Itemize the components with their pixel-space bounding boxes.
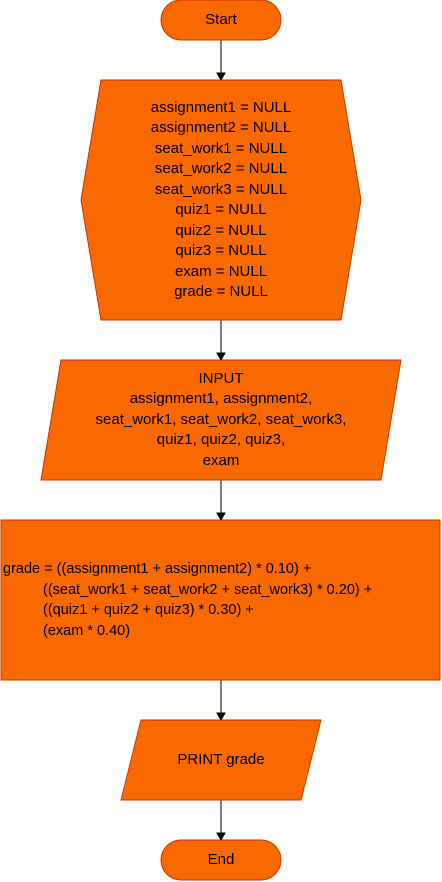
input-node: INPUT assignment1, assignment2, seat_wor… xyxy=(41,360,401,480)
arrowhead-declare xyxy=(216,72,226,82)
input-parallelogram-shape xyxy=(40,359,402,481)
input-line: assignment1, assignment2, xyxy=(129,390,313,408)
declare-line: assignment2 = NULL xyxy=(150,119,292,136)
declare-line: quiz3 = NULL xyxy=(175,242,267,259)
declare-hexagon-shape xyxy=(80,79,362,321)
arrowhead-end xyxy=(216,832,226,842)
declare-line: assignment1 = NULL xyxy=(150,98,292,116)
start-terminal-shape xyxy=(160,0,282,41)
declare-line: quiz1 = NULL xyxy=(175,201,267,218)
end-terminal-shape xyxy=(160,839,282,881)
input-line: exam xyxy=(202,451,240,469)
compute-grade-node: grade = ((assignment1 + assignment2) * 0… xyxy=(3,522,438,678)
arrowhead-compute xyxy=(216,512,226,522)
start-label: Start xyxy=(205,10,237,28)
output-node: PRINT grade xyxy=(121,720,321,800)
arrowhead-input xyxy=(216,352,226,362)
declare-variables-node: assignment1 = NULL assignment2 = NULL se… xyxy=(81,80,361,320)
compute-line: (exam * 0.40) xyxy=(43,622,131,639)
output-parallelogram-shape xyxy=(120,719,322,801)
start-terminal: Start xyxy=(161,0,281,40)
end-label: End xyxy=(207,850,235,868)
output-label: PRINT grade xyxy=(177,750,265,768)
declare-line: quiz2 = NULL xyxy=(175,221,267,239)
input-line: seat_work1, seat_work2, seat_work3, xyxy=(95,410,347,428)
declare-line: grade = NULL xyxy=(174,283,268,300)
declare-line: seat_work1 = NULL xyxy=(154,139,288,157)
declare-line: seat_work3 = NULL xyxy=(154,180,288,198)
arrowhead-output xyxy=(216,712,226,722)
end-terminal: End xyxy=(161,840,281,880)
input-line: quiz1, quiz2, quiz3, xyxy=(156,431,286,449)
compute-line: ((quiz1 + quiz2 + quiz3) * 0.30) + xyxy=(43,602,254,618)
compute-line: grade = ((assignment1 + assignment2) * 0… xyxy=(3,561,312,577)
declare-line: exam = NULL xyxy=(174,262,268,280)
input-line: INPUT xyxy=(198,369,244,387)
declare-line: seat_work2 = NULL xyxy=(154,160,288,177)
compute-line: ((seat_work1 + seat_work2 + seat_work3) … xyxy=(43,581,373,598)
compute-process-shape xyxy=(0,519,441,681)
